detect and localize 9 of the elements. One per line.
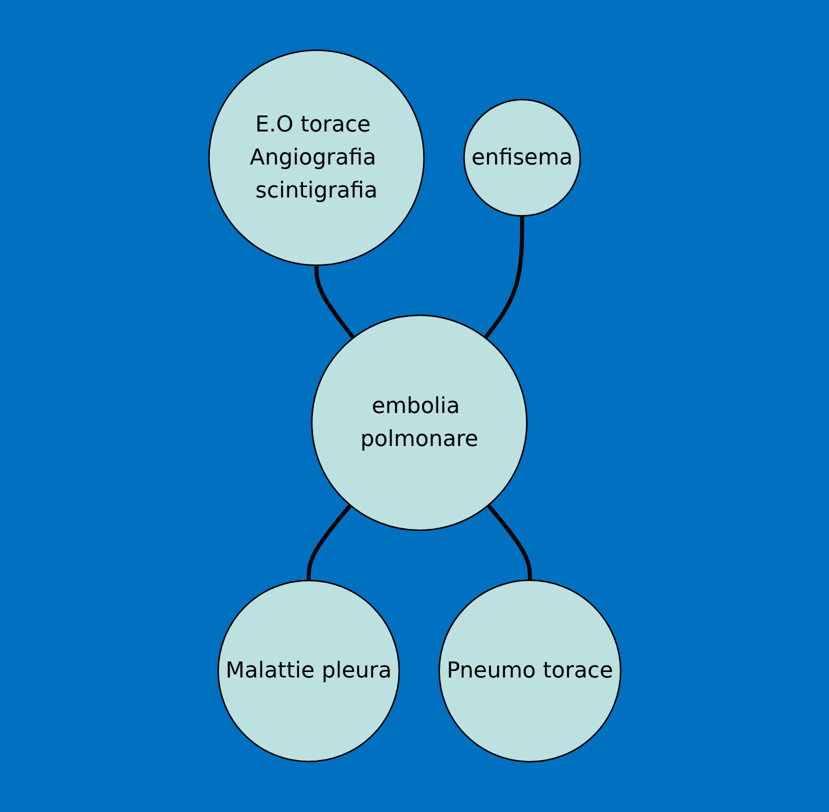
connector [483, 216, 524, 340]
connector [486, 504, 532, 580]
node-circle: enfisema [462, 98, 581, 217]
connector [306, 504, 352, 580]
connector [314, 265, 355, 340]
node-circle: embolia polmonare [310, 314, 528, 532]
node-circle: Pneumo torace [438, 580, 622, 762]
node-circle: Malattie pleura [217, 580, 400, 762]
node-circle: E.O torace Angiografia scintigrafia [208, 50, 424, 266]
